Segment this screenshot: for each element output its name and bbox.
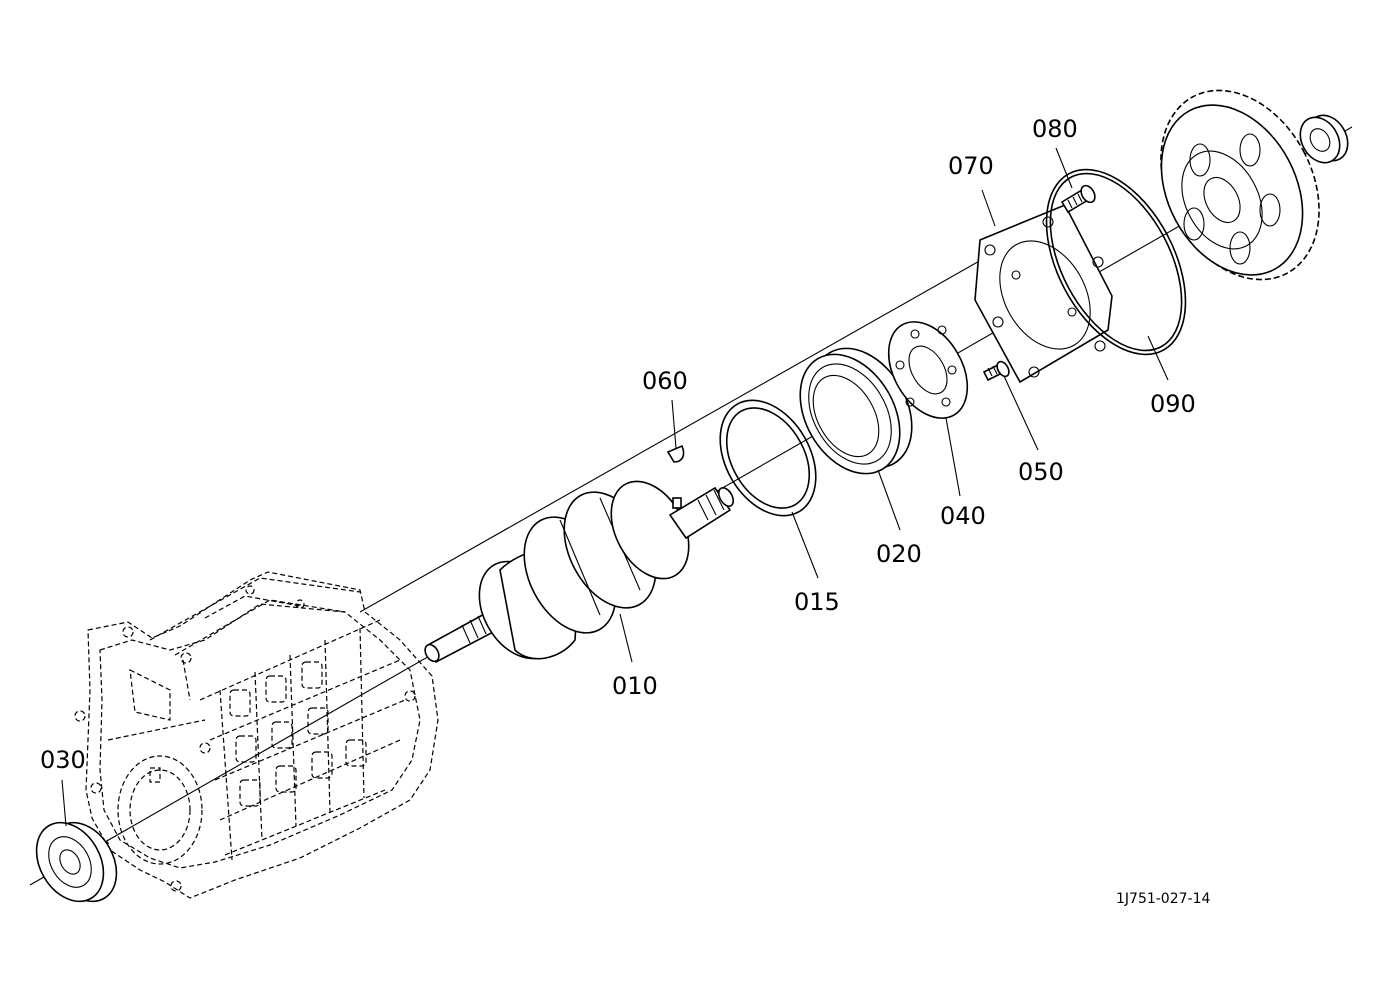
gear-case-housing xyxy=(74,571,439,899)
leader-lines xyxy=(61,147,1169,827)
part-070-flange-plate xyxy=(974,203,1113,384)
label-070: 070 xyxy=(948,152,994,180)
part-060-key xyxy=(666,444,685,463)
label-080: 080 xyxy=(1032,115,1078,143)
part-080-bolt xyxy=(1060,184,1096,214)
label-030: 030 xyxy=(40,746,86,774)
part-015-ring xyxy=(719,399,817,517)
part-050-screw xyxy=(982,360,1010,382)
drawing-code: 1J751-027-14 xyxy=(1116,891,1210,907)
label-090: 090 xyxy=(1150,390,1196,418)
label-040: 040 xyxy=(940,502,986,530)
label-050: 050 xyxy=(1018,458,1064,486)
label-015: 015 xyxy=(794,588,840,616)
label-010: 010 xyxy=(612,672,658,700)
part-090-gasket xyxy=(1045,168,1187,356)
part-010-crankshaft xyxy=(424,480,735,664)
gear xyxy=(1160,89,1320,281)
nut xyxy=(1299,114,1349,164)
label-020: 020 xyxy=(876,540,922,568)
part-040-retainer-plate xyxy=(887,321,969,419)
part-030-bearing xyxy=(35,821,118,903)
part-labels: 010 015 020 030 040 050 060 070 080 090 xyxy=(40,115,1196,774)
label-060: 060 xyxy=(642,367,688,395)
part-020-bearing xyxy=(799,347,913,475)
